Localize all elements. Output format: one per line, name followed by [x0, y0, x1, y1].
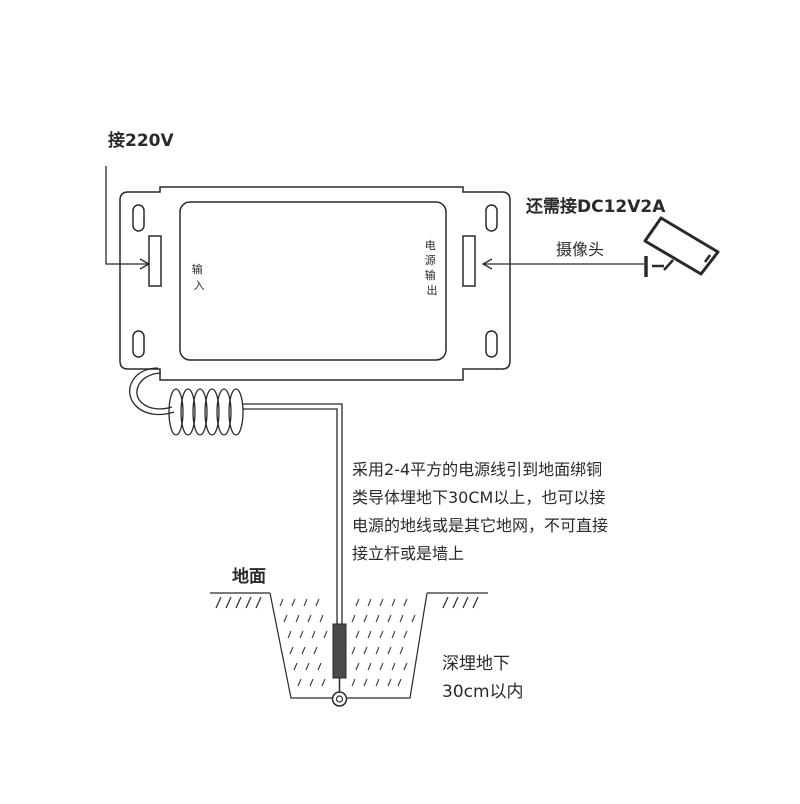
camera-label: 摄像头 — [556, 240, 604, 259]
mount-slot-bottom-right — [485, 330, 498, 358]
coiled-wire-icon — [129, 367, 343, 632]
output-wire — [481, 258, 644, 270]
ground-rod-icon — [331, 623, 348, 707]
mount-slot-top-right — [485, 204, 498, 232]
ground-label: 地面 — [232, 566, 266, 587]
grounding-note: 采用2-4平方的电源线引到地面绑铜 类导体埋地下30CM以上，也可以接 电源的地… — [352, 460, 613, 563]
box-input-label: 输 入 — [192, 262, 207, 292]
camera-icon — [643, 216, 720, 277]
mount-slot-top-left — [132, 204, 145, 232]
extra-power-label: 还需接DC12V2A — [525, 196, 666, 217]
power-supply-box — [119, 186, 511, 381]
input-power-label: 接220V — [108, 130, 174, 151]
box-output-label: 电 源 输 出 — [425, 239, 440, 297]
output-port — [462, 235, 476, 287]
ground-surface — [210, 592, 488, 699]
arrow-left-icon — [481, 258, 493, 270]
input-wire — [105, 166, 151, 270]
bury-depth-label: 深埋地下 30cm以内 — [442, 654, 524, 702]
soil-hatching — [279, 598, 416, 687]
mount-slot-bottom-left — [132, 330, 145, 358]
input-port — [148, 235, 162, 287]
